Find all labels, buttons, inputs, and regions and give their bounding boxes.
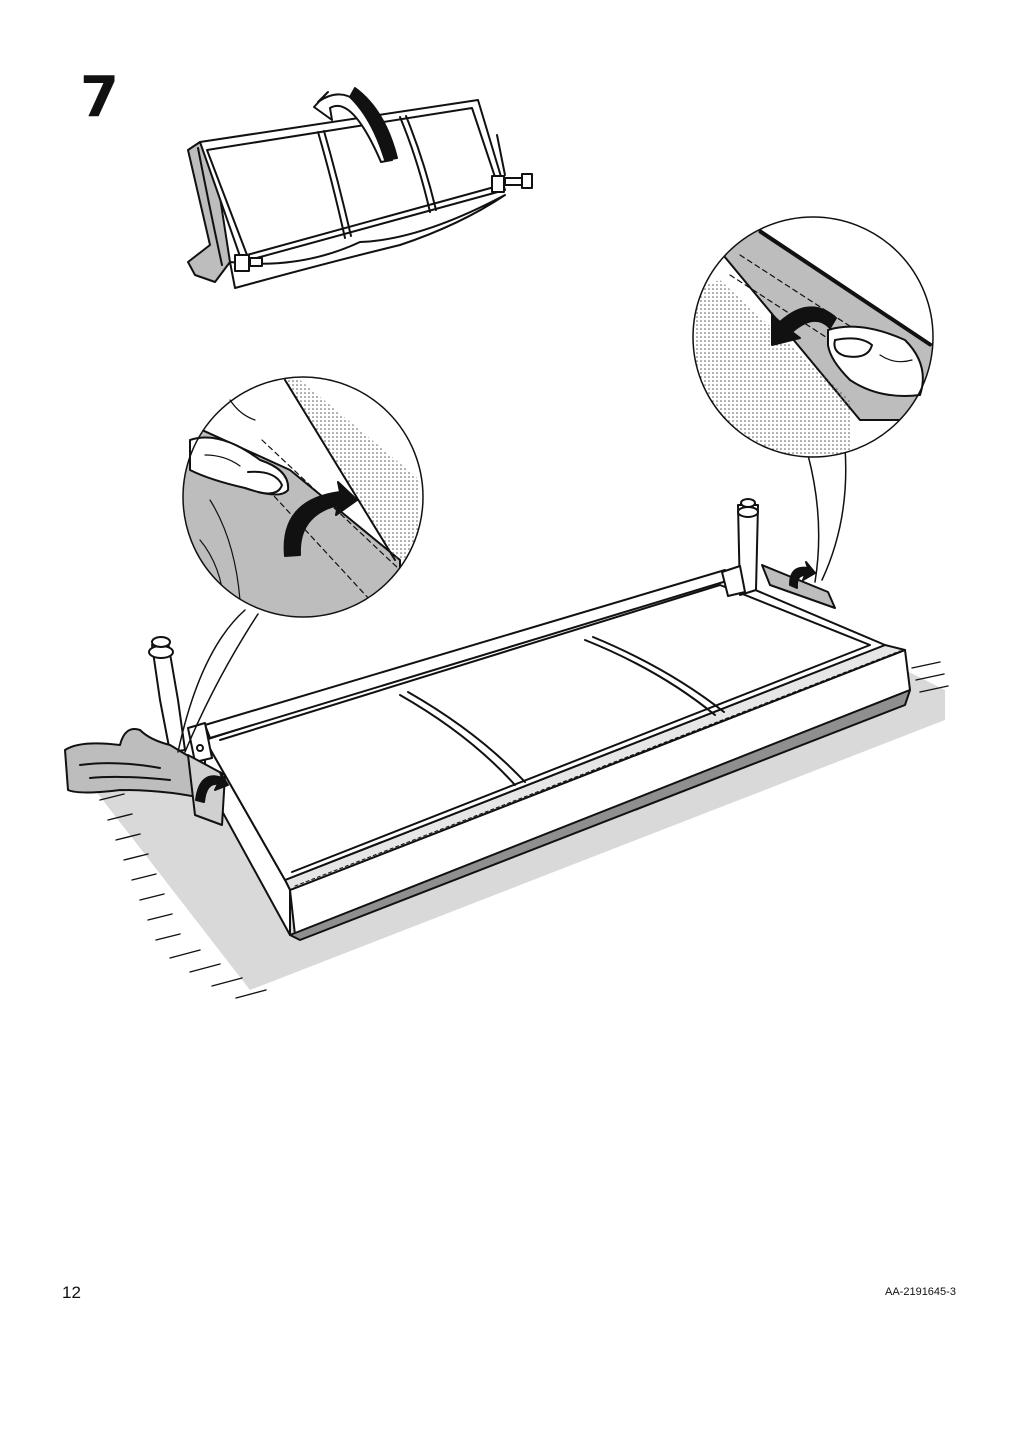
- seat-frame-illustration: [64, 498, 911, 941]
- rotate-arrow-icon: [313, 87, 398, 163]
- page-number: 12: [62, 1283, 81, 1302]
- step-number: 7: [80, 65, 119, 130]
- hand-icon: [189, 399, 290, 496]
- hand-icon: [827, 325, 924, 397]
- fold-arrow-icon: [283, 481, 358, 557]
- document-code: AA-2191645-3: [885, 1286, 956, 1298]
- fold-arrow-icon: [195, 771, 229, 803]
- leg-left: [148, 636, 186, 753]
- fold-arrow-icon: [789, 561, 816, 589]
- detail-right-illustration: [692, 216, 934, 583]
- floor-hatching: [99, 661, 949, 999]
- fold-arrow-icon: [771, 306, 837, 346]
- detail-left-illustration: [177, 376, 424, 753]
- frame-flip-illustration: [187, 99, 533, 289]
- leg-right: [721, 498, 759, 597]
